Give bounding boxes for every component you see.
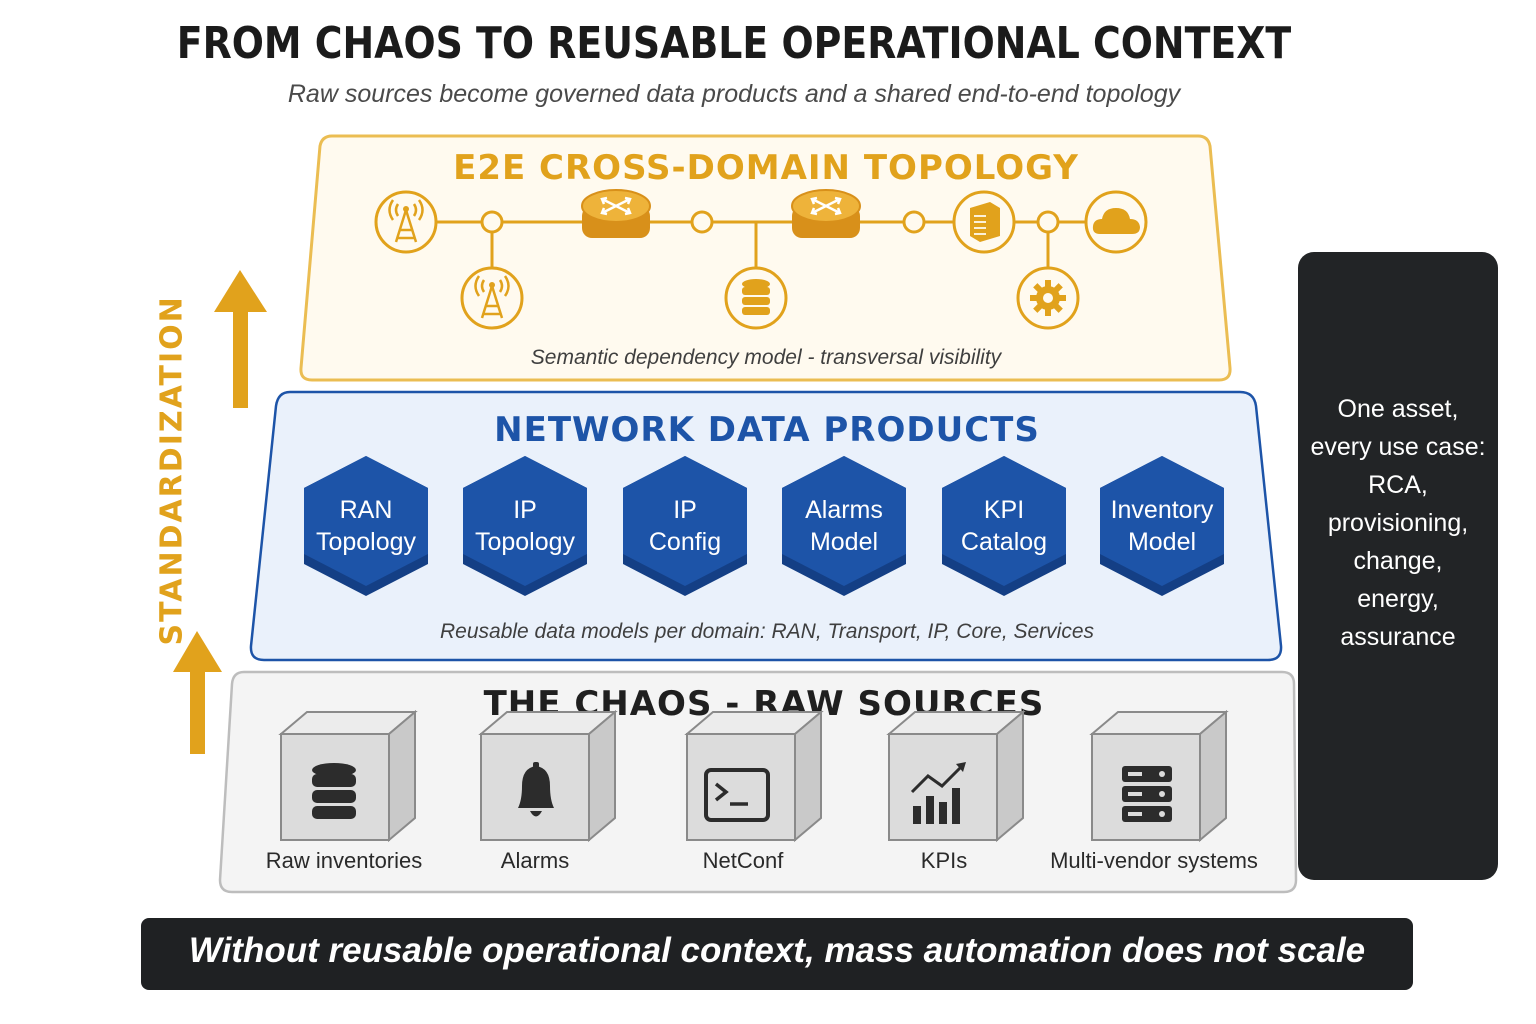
database-icon bbox=[312, 763, 356, 819]
cloud-icon bbox=[1084, 190, 1148, 254]
use-case-panel: One asset, every use case: RCA, provisio… bbox=[1298, 252, 1498, 880]
page-subtitle: Raw sources become governed data product… bbox=[287, 80, 1181, 108]
kpis-cube bbox=[888, 711, 1024, 841]
source-label-alarms: Alarms bbox=[500, 848, 570, 873]
router-icon bbox=[791, 189, 861, 238]
footer-banner: Without reusable operational context, ma… bbox=[141, 918, 1413, 990]
data-products-layer-title: NETWORK DATA PRODUCTS bbox=[494, 410, 1040, 450]
standardization-arrow-lower bbox=[173, 631, 222, 754]
topology-layer-caption: Semantic dependency model - transversal … bbox=[530, 346, 1002, 369]
use-case-text: One asset, every use case: RCA, provisio… bbox=[1310, 395, 1486, 651]
bar-chart-icon bbox=[910, 762, 966, 824]
terminal-icon bbox=[704, 768, 770, 822]
gear-icon bbox=[1016, 266, 1080, 330]
topology-junction bbox=[690, 210, 714, 234]
server-rack-icon bbox=[1122, 766, 1172, 822]
data-products-layer-box bbox=[249, 390, 1283, 662]
footer-text: Without reusable operational context, ma… bbox=[188, 931, 1366, 970]
netconf-cube bbox=[686, 711, 822, 841]
antenna-icon bbox=[374, 190, 438, 254]
router-icon bbox=[581, 189, 651, 238]
page-title: FROM CHAOS TO REUSABLE OPERATIONAL CONTE… bbox=[176, 18, 1292, 69]
bell-icon bbox=[518, 762, 554, 817]
source-label-kpis: KPIs bbox=[920, 848, 968, 873]
raw-inventories-cube bbox=[280, 711, 416, 841]
source-label-multi-vendor: Multi-vendor systems bbox=[1050, 848, 1258, 873]
source-label-raw-inventories: Raw inventories bbox=[265, 848, 423, 873]
source-label-netconf: NetConf bbox=[702, 848, 784, 873]
database-icon bbox=[724, 266, 788, 330]
data-products-layer: NETWORK DATA PRODUCTS Reusable data mode… bbox=[252, 392, 1282, 660]
topology-junction bbox=[902, 210, 926, 234]
topology-junction bbox=[1036, 210, 1060, 234]
antenna-icon bbox=[460, 266, 524, 330]
topology-layer-title: E2E CROSS-DOMAIN TOPOLOGY bbox=[453, 148, 1079, 188]
topology-layer: E2E CROSS-DOMAIN TOPOLOGY Semantic depen… bbox=[300, 136, 1232, 380]
data-products-layer-caption: Reusable data models per domain: RAN, Tr… bbox=[439, 620, 1095, 643]
multi-vendor-cube bbox=[1091, 711, 1227, 841]
server-cube-icon bbox=[952, 190, 1016, 254]
standardization-arrow-upper bbox=[214, 270, 267, 408]
topology-junction bbox=[480, 210, 504, 234]
alarms-cube bbox=[480, 711, 616, 841]
